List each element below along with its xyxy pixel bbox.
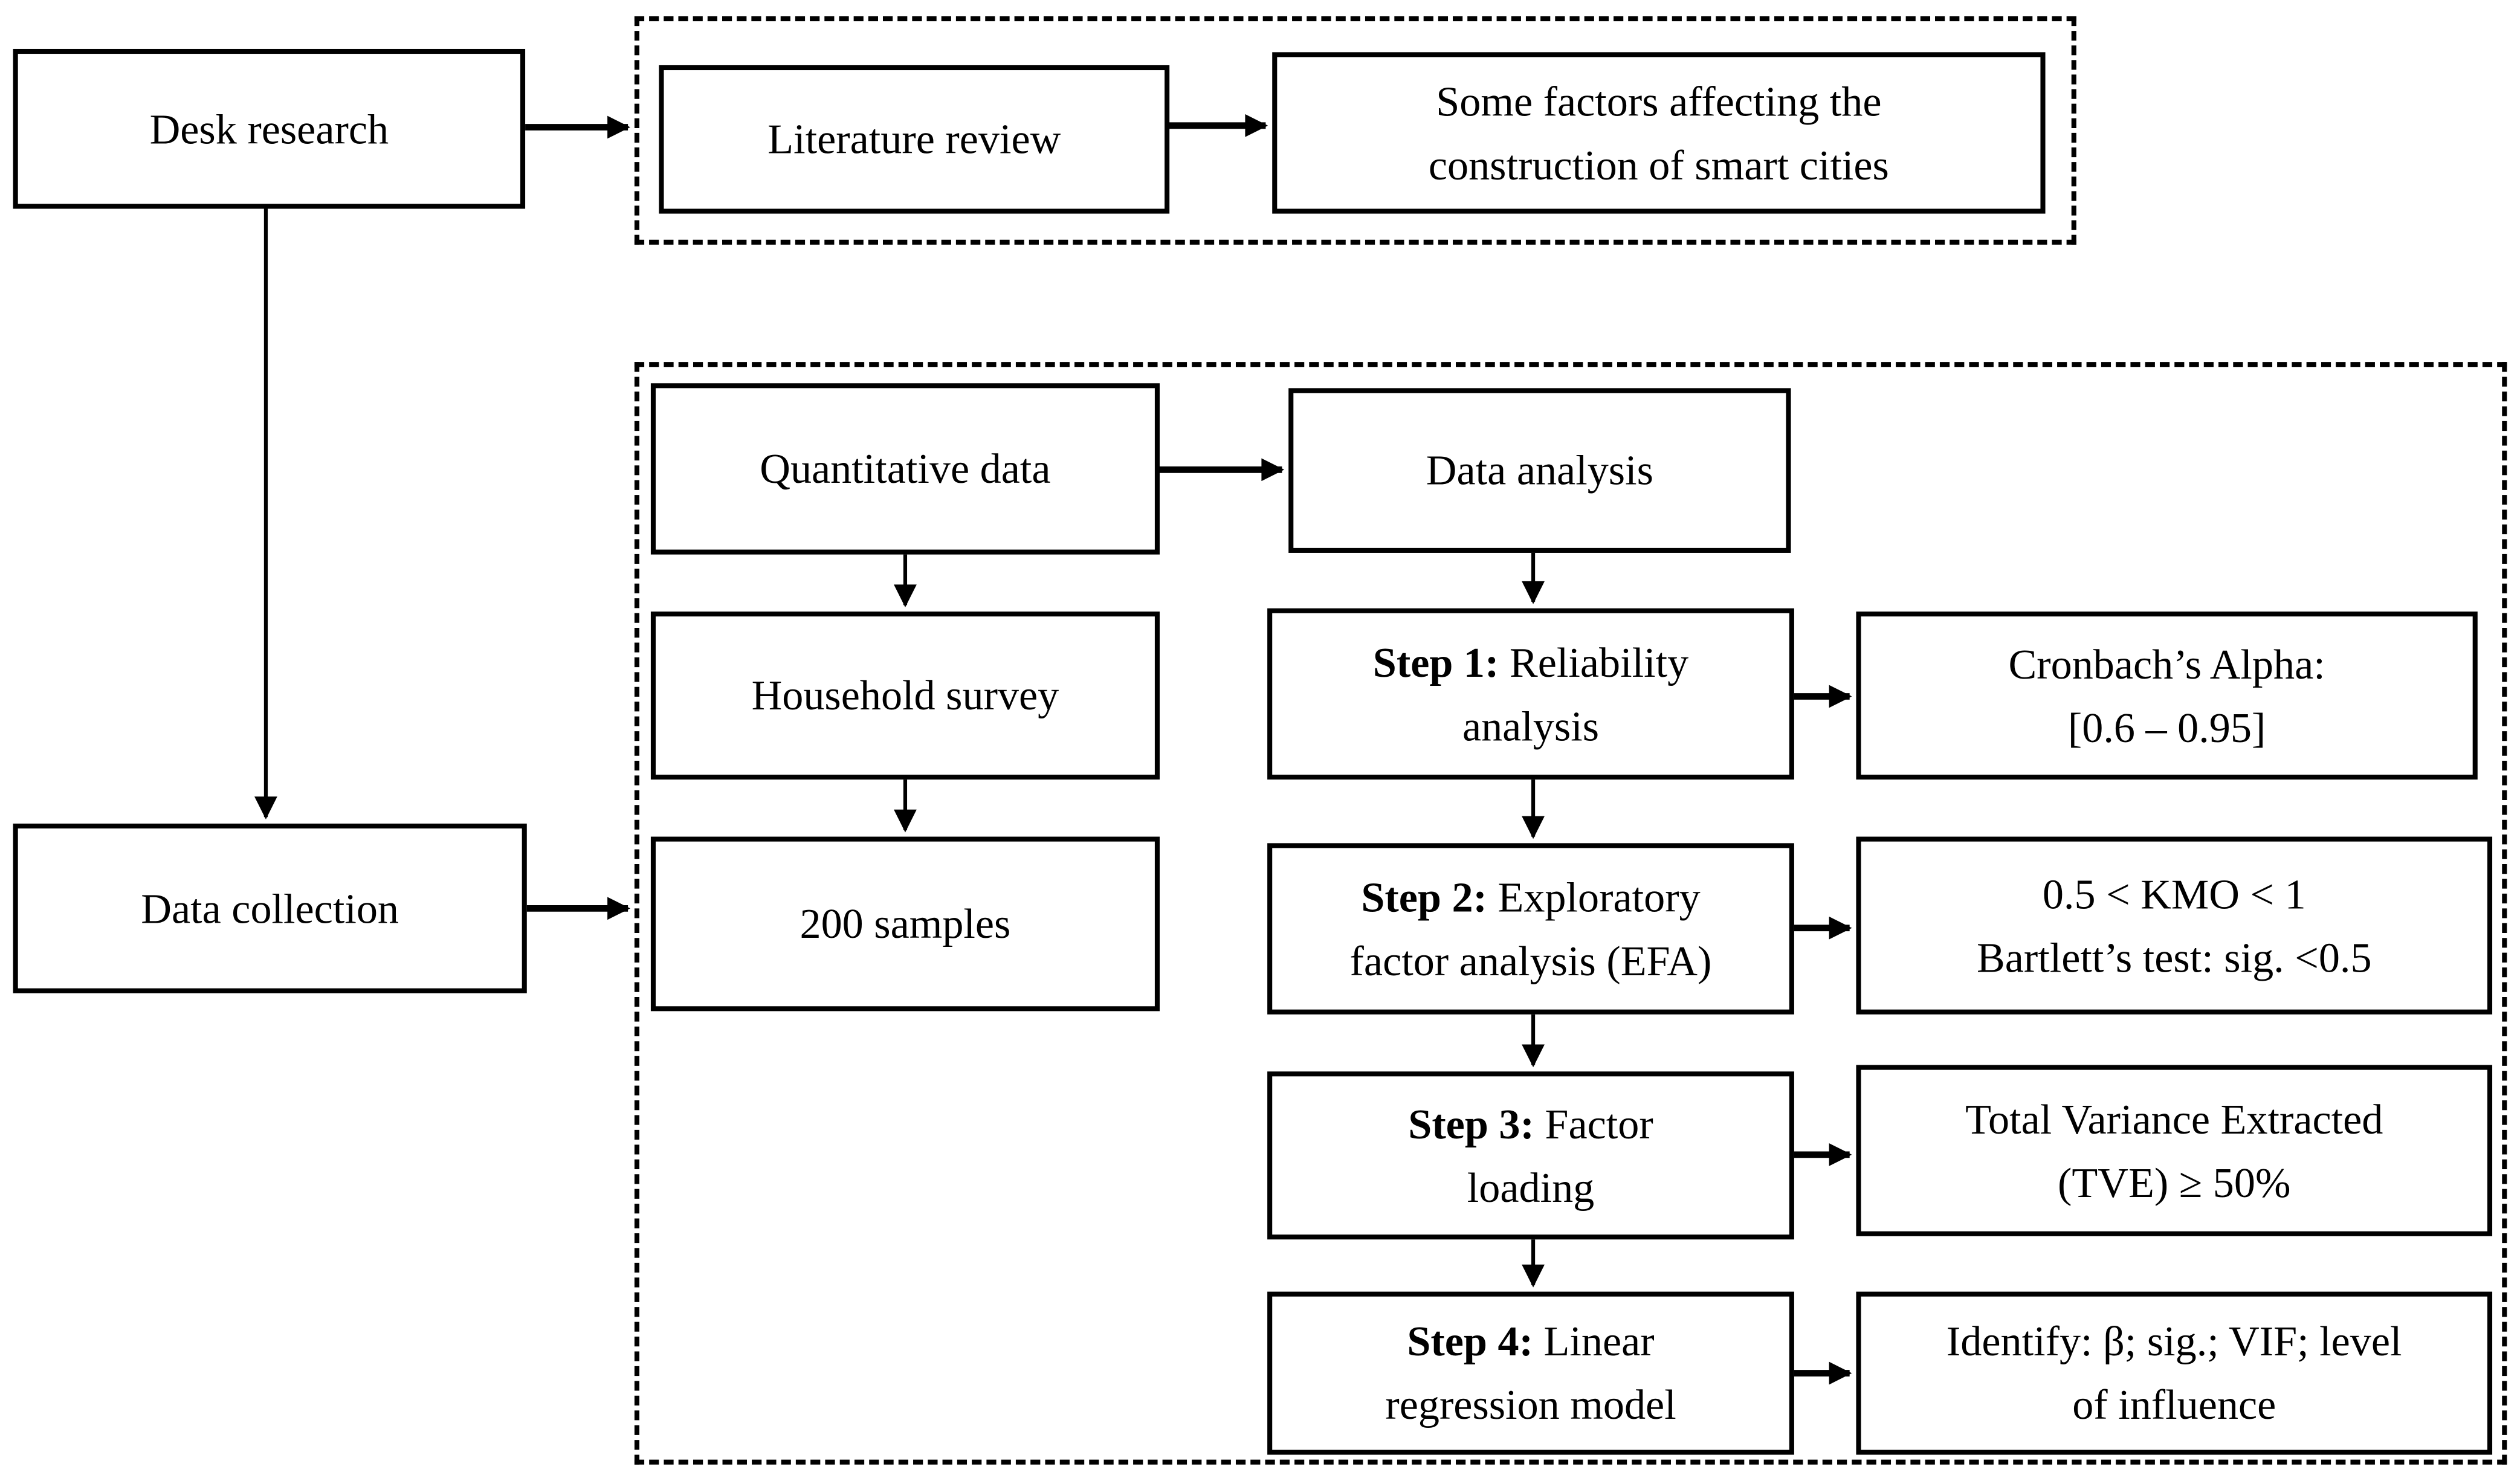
step2-line1: Step 2: Exploratory: [1361, 865, 1700, 929]
kmo-bartlett-box: 0.5 < KMO < 1 Bartlett’s test: sig. <0.5: [1856, 836, 2493, 1015]
cronbach-alpha-box: Cronbach’s Alpha: [0.6 – 0.95]: [1856, 612, 2478, 780]
step4-line2: regression model: [1385, 1381, 1676, 1429]
step1-prefix: Step 1:: [1372, 638, 1499, 686]
step4-box: Step 4: Linear regression model: [1267, 1291, 1794, 1455]
household-survey-box: Household survey: [650, 612, 1160, 780]
data-collection-box: Data collection: [13, 823, 527, 993]
identify-line1: Identify: β; sig.; VIF; level: [1946, 1317, 2402, 1366]
identify-line2: of influence: [2072, 1381, 2276, 1429]
step1-rest: Reliability: [1499, 638, 1689, 686]
tve-box: Total Variance Extracted (TVE) ≥ 50%: [1856, 1065, 2493, 1236]
step3-prefix: Step 3:: [1408, 1100, 1534, 1147]
step2-box: Step 2: Exploratory factor analysis (EFA…: [1267, 843, 1794, 1015]
data-collection-label: Data collection: [141, 885, 399, 932]
step2-prefix: Step 2:: [1361, 873, 1487, 921]
some-factors-line2: construction of smart cities: [1428, 141, 1889, 189]
tve-line2: (TVE) ≥ 50%: [2058, 1158, 2291, 1206]
step3-box: Step 3: Factor loading: [1267, 1071, 1794, 1240]
step3-line1: Step 3: Factor: [1408, 1092, 1653, 1155]
step4-prefix: Step 4:: [1407, 1317, 1533, 1366]
step2-rest: Exploratory: [1487, 873, 1701, 921]
samples-box: 200 samples: [650, 836, 1160, 1012]
literature-review-label: Literature review: [767, 115, 1061, 163]
tve-line1: Total Variance Extracted: [1965, 1095, 2383, 1143]
step3-rest: Factor: [1534, 1100, 1653, 1147]
step4-rest: Linear: [1533, 1317, 1655, 1366]
literature-review-group: [634, 16, 2076, 245]
step1-line2: analysis: [1462, 702, 1600, 750]
literature-review-box: Literature review: [659, 65, 1170, 214]
identify-box: Identify: β; sig.; VIF; level of influen…: [1856, 1291, 2493, 1455]
household-survey-label: Household survey: [751, 671, 1059, 720]
step1-box: Step 1: Reliability analysis: [1267, 608, 1794, 780]
some-factors-box: Some factors affecting the construction …: [1272, 52, 2046, 214]
desk-research-label: Desk research: [149, 105, 389, 153]
step2-line2: factor analysis (EFA): [1349, 937, 1712, 984]
kmo-line2: Bartlett’s test: sig. <0.5: [1976, 934, 2372, 981]
quantitative-data-box: Quantitative data: [650, 383, 1160, 555]
step4-line1: Step 4: Linear: [1407, 1309, 1654, 1373]
some-factors-line1: Some factors affecting the: [1436, 77, 1882, 125]
step1-line1: Step 1: Reliability: [1373, 630, 1688, 694]
cronbach-alpha-line1: Cronbach’s Alpha:: [2008, 640, 2325, 688]
kmo-line1: 0.5 < KMO < 1: [2042, 870, 2306, 918]
data-analysis-group: [634, 362, 2507, 1465]
data-analysis-box: Data analysis: [1288, 388, 1791, 553]
cronbach-alpha-line2: [0.6 – 0.95]: [2067, 703, 2266, 751]
samples-label: 200 samples: [800, 900, 1011, 948]
quantitative-data-label: Quantitative data: [760, 445, 1051, 493]
step3-line2: loading: [1467, 1163, 1595, 1212]
desk-research-box: Desk research: [13, 48, 526, 209]
data-analysis-label: Data analysis: [1426, 447, 1653, 494]
